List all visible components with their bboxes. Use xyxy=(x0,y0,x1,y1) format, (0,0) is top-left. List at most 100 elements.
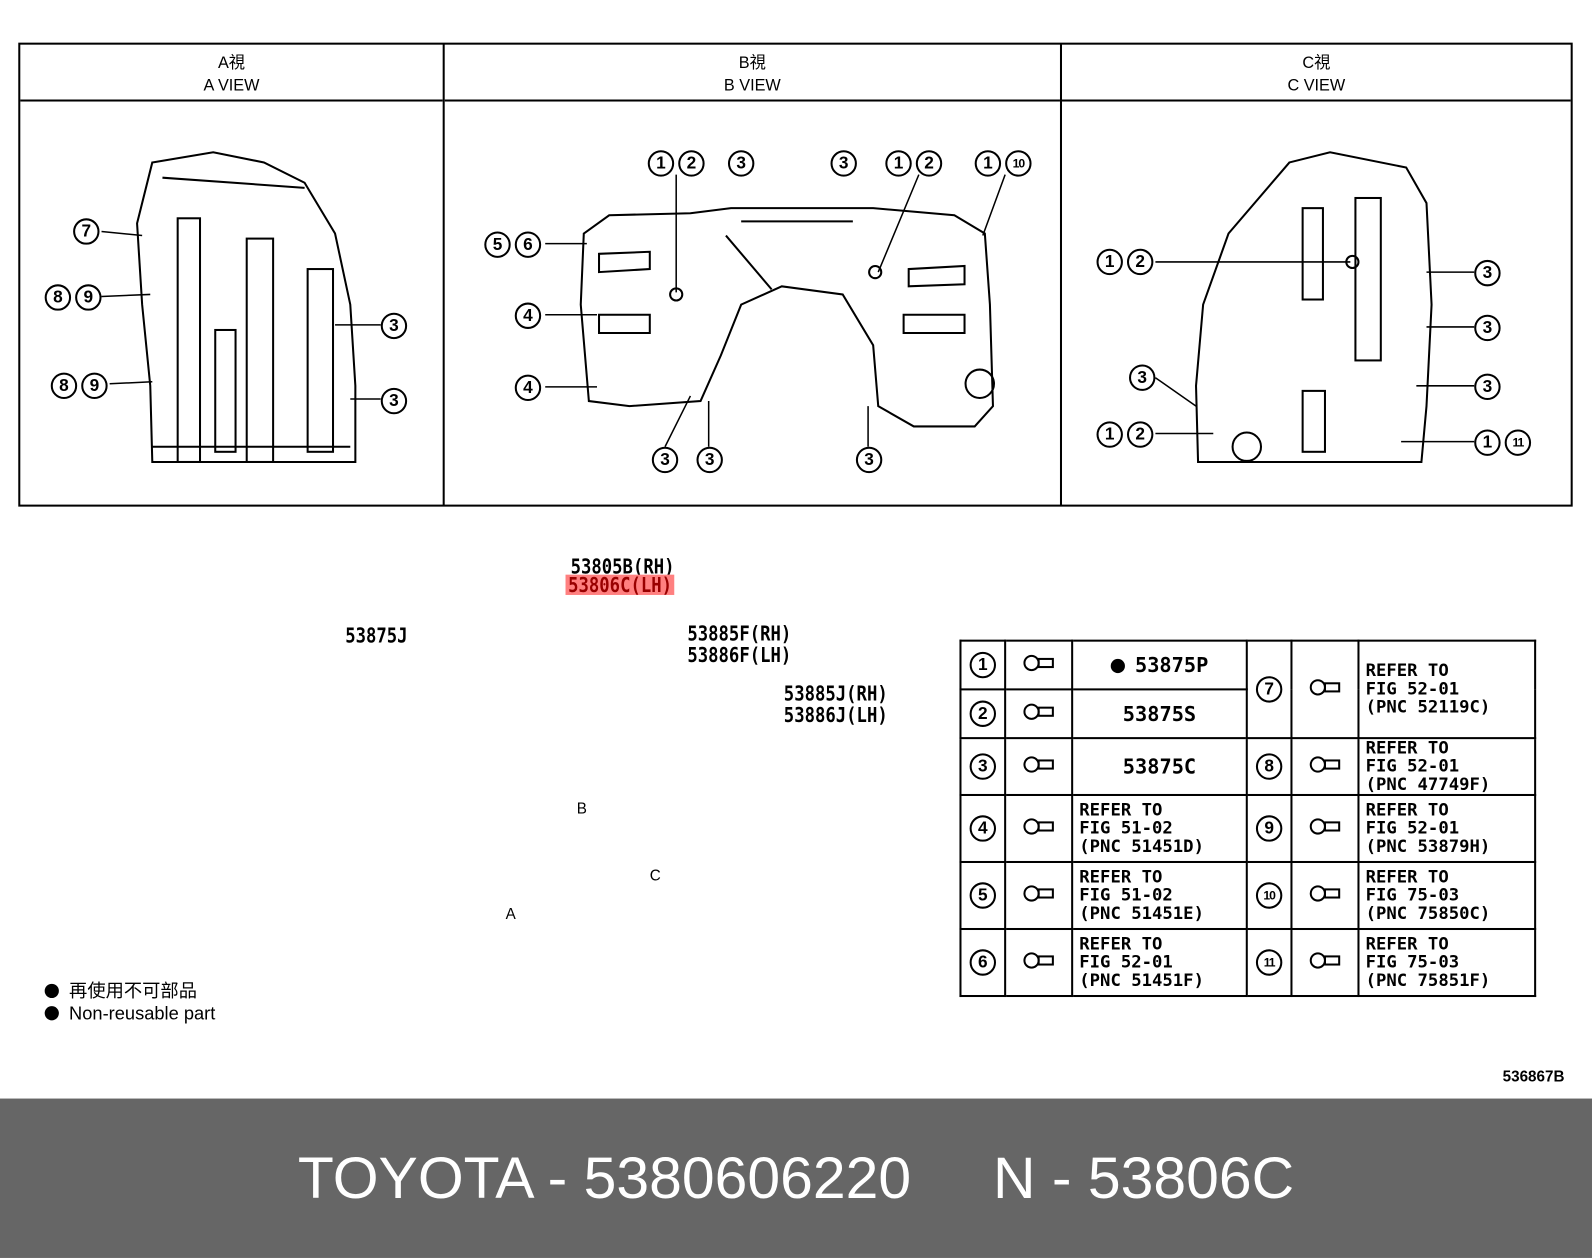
legend-part-ref[interactable]: REFER TO FIG 51-02 (PNC 51451E) xyxy=(1071,860,1248,931)
a-view-en: A VIEW xyxy=(203,77,260,95)
legend-number: 5 xyxy=(959,860,1007,931)
arrow-a-label: A xyxy=(505,905,516,923)
note-jp-text: 再使用不可部品 xyxy=(69,980,197,1002)
callout: 9 xyxy=(81,372,108,400)
b-view-liner-drawing xyxy=(579,207,995,428)
callout: 2 xyxy=(915,150,943,177)
c-view-header: C視 C VIEW xyxy=(1062,45,1571,102)
legend-number: 3 xyxy=(959,737,1007,796)
callout: 3 xyxy=(727,150,755,177)
callout: 2 xyxy=(1126,421,1154,448)
part-number-main-lh-highlighted[interactable]: 53806C(LH) xyxy=(565,574,675,595)
callout: 1 xyxy=(647,150,675,177)
callout: 3 xyxy=(1474,259,1501,287)
a-view-jp: A視 xyxy=(217,54,246,73)
bullet-icon xyxy=(44,983,59,999)
leader-lines xyxy=(101,174,1475,448)
nut-clip-icon xyxy=(1004,927,1074,998)
callout: 6 xyxy=(514,231,542,258)
part-number-clip[interactable]: 53875J xyxy=(345,623,408,648)
legend-part-ref[interactable]: REFER TO FIG 52-01 (PNC 47749F) xyxy=(1357,737,1537,796)
footer-pnc: 53806C xyxy=(1087,1145,1295,1212)
clip-icon xyxy=(1004,688,1074,740)
legend-part-ref[interactable]: REFER TO FIG 52-01 (PNC 51451F) xyxy=(1071,927,1248,998)
part-number-guard-lh[interactable]: 53886J(LH) xyxy=(783,702,888,727)
legend-part-ref[interactable]: REFER TO FIG 52-01 (PNC 52119C) xyxy=(1357,639,1537,740)
callout: 3 xyxy=(855,446,883,474)
legend-number: 9 xyxy=(1245,793,1293,864)
a-view-liner-drawing xyxy=(136,151,357,463)
callout: 3 xyxy=(380,387,408,415)
screw-icon xyxy=(1004,793,1074,864)
c-view-en: C VIEW xyxy=(1287,77,1346,95)
nut-clip-icon xyxy=(1290,860,1360,931)
callout: 2 xyxy=(1126,248,1154,276)
screw-grommet-icon xyxy=(1004,639,1074,691)
callout: 3 xyxy=(380,312,408,340)
footer-brand: TOYOTA xyxy=(297,1145,532,1212)
callout: 8 xyxy=(44,284,72,311)
legend-number: 11 xyxy=(1245,927,1293,998)
callout: 2 xyxy=(678,150,705,177)
part-number-shield-lh[interactable]: 53886F(LH) xyxy=(687,642,792,668)
arrow-c-label: C xyxy=(649,867,661,885)
c-view-jp: C視 xyxy=(1302,54,1331,73)
b-view-header: B視 B VIEW xyxy=(444,45,1060,102)
screw-icon xyxy=(1004,860,1074,931)
illustration-id: 536867B xyxy=(1502,1068,1565,1086)
callout: 3 xyxy=(1474,314,1501,342)
view-frame xyxy=(18,42,1573,507)
note-en: Non-reusable part xyxy=(44,1003,216,1024)
b-view-en: B VIEW xyxy=(723,77,781,95)
callout: 4 xyxy=(514,374,542,402)
callout: 9 xyxy=(75,284,102,311)
callout: 1 xyxy=(1096,421,1123,448)
footer-bar: TOYOTA - 5380606220 N - 53806C xyxy=(0,1098,1592,1258)
callout: 3 xyxy=(651,446,679,474)
part-number-guard-rh[interactable]: 53885J(RH) xyxy=(783,681,888,706)
legend-part-ref[interactable]: REFER TO FIG 52-01 (PNC 53879H) xyxy=(1357,793,1537,864)
callout: 1 xyxy=(974,150,1002,177)
c-view-liner-drawing xyxy=(1195,151,1433,463)
legend-part-ref[interactable]: REFER TO FIG 51-02 (PNC 51451D) xyxy=(1071,793,1248,864)
callout: 1 xyxy=(885,150,912,177)
arrow-b-label: B xyxy=(576,800,587,818)
callout: 3 xyxy=(830,150,857,177)
legend-number: 10 xyxy=(1245,860,1293,931)
part-number-main-rh[interactable]: 53805B(RH) xyxy=(570,554,675,579)
part-number-shield-rh[interactable]: 53885F(RH) xyxy=(687,621,792,646)
callout: 1 xyxy=(1096,248,1123,276)
fastener-icon xyxy=(1290,737,1360,796)
legend-number: 6 xyxy=(959,927,1007,998)
callout: 7 xyxy=(73,218,100,245)
callout: 11 xyxy=(1504,429,1532,456)
fastener-icon xyxy=(1290,793,1360,864)
legend-number: 7 xyxy=(1245,639,1293,740)
b-view-jp: B視 xyxy=(738,54,766,73)
legend-number: 8 xyxy=(1245,737,1293,796)
a-view-header: A視 A VIEW xyxy=(20,45,443,102)
clip-icon xyxy=(1290,927,1360,998)
footer-part-number: 5380606220 xyxy=(583,1145,912,1212)
callout: 8 xyxy=(50,372,78,400)
note-en-text: Non-reusable part xyxy=(69,1003,216,1024)
legend-number: 2 xyxy=(959,688,1007,740)
bullet-icon xyxy=(44,1006,59,1021)
callout: 10 xyxy=(1005,150,1032,177)
callout: 3 xyxy=(1474,373,1501,401)
non-reusable-icon xyxy=(1110,658,1125,674)
legend-part-ref[interactable]: 53875C xyxy=(1071,737,1248,796)
callout: 1 xyxy=(1474,429,1501,456)
legend-number: 4 xyxy=(959,793,1007,864)
push-clip-icon xyxy=(1290,639,1360,740)
callout: 4 xyxy=(514,302,542,329)
note-jp: 再使用不可部品 xyxy=(44,977,197,1003)
legend-part-ref[interactable]: 53875S xyxy=(1071,688,1248,740)
legend-part-ref[interactable]: REFER TO FIG 75-03 (PNC 75851F) xyxy=(1357,927,1537,998)
legend-part-ref[interactable]: 53875P xyxy=(1071,639,1248,691)
legend-part-ref[interactable]: REFER TO FIG 75-03 (PNC 75850C) xyxy=(1357,860,1537,931)
callout: 3 xyxy=(1129,364,1156,391)
callout: 5 xyxy=(484,231,511,258)
